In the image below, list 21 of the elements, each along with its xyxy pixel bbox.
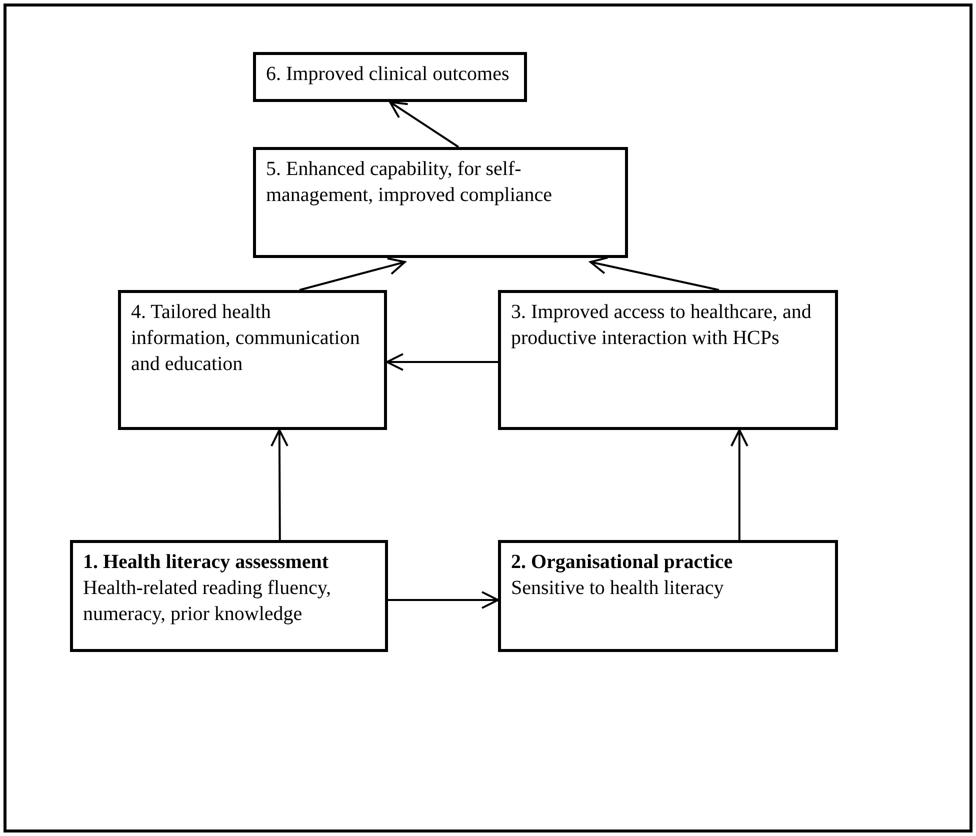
process-box xyxy=(253,147,628,258)
arrow xyxy=(270,429,288,540)
process-box xyxy=(70,540,388,652)
process-box xyxy=(498,540,838,652)
box-text: 3. Improved access to healthcare, and productive interaction with HCPs xyxy=(511,300,812,351)
process-box xyxy=(498,290,838,430)
box-text: Sensitive to health literacy xyxy=(511,576,725,601)
box-text: 4. Tailored health information, communication and education xyxy=(131,300,361,377)
arrow xyxy=(299,257,406,291)
box-heading: 1. Health literacy assessment xyxy=(83,550,330,575)
box-heading: 2. Organisational practice xyxy=(511,550,734,575)
box-text: Health-related reading fluency, numeracy, prior knowledge xyxy=(83,576,332,627)
process-box xyxy=(253,52,527,102)
arrow xyxy=(386,352,498,371)
arrow xyxy=(388,591,499,610)
process-box xyxy=(118,290,387,430)
box-text: 6. Improved clinical outcomes xyxy=(266,62,510,87)
box-text: 5. Enhanced capability, for self-management, improved compliance xyxy=(266,157,554,208)
arrow xyxy=(590,256,720,291)
arrow xyxy=(389,101,460,148)
arrow xyxy=(730,429,748,540)
